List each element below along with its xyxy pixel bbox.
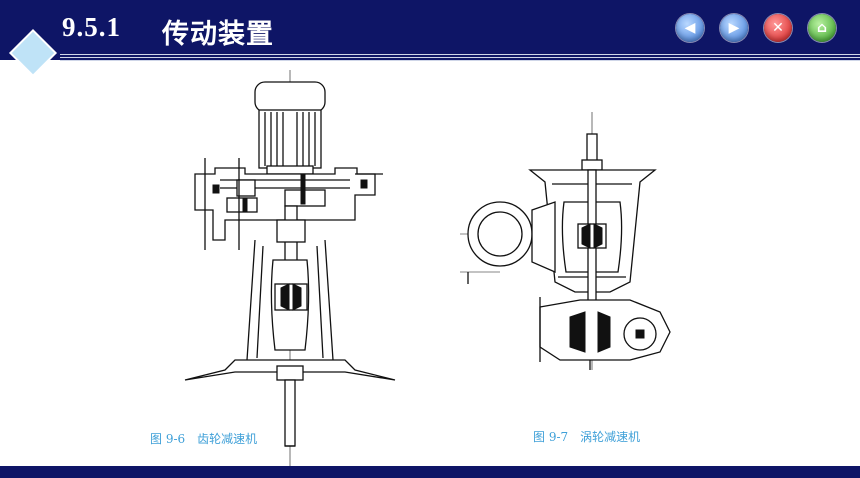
gear-reducer-drawing — [184, 70, 405, 470]
header-rule — [60, 54, 860, 64]
prev-glyph: ◀ — [684, 20, 696, 36]
close-glyph: ✕ — [772, 20, 784, 36]
worm-reducer-drawing — [460, 112, 675, 372]
home-glyph: ⌂ — [816, 20, 828, 36]
figure-caption-worm-reducer: 图 9-7 涡轮减速机 — [533, 430, 641, 444]
next-glyph: ▶ — [728, 20, 740, 36]
worm-reducer-svg — [460, 112, 671, 370]
section-number: 9.5.1 — [62, 12, 121, 42]
section-title: 传动装置 — [162, 19, 274, 50]
figure-caption-gear-reducer: 图 9-6 齿轮减速机 — [150, 432, 258, 446]
arrow-right-icon[interactable]: ▶ — [720, 14, 748, 42]
footer-bar — [0, 466, 860, 478]
close-icon[interactable]: ✕ — [764, 14, 792, 42]
gear-reducer-svg — [184, 70, 396, 468]
header-bar — [0, 0, 860, 60]
home-icon[interactable]: ⌂ — [808, 14, 836, 42]
arrow-left-icon[interactable]: ◀ — [676, 14, 704, 42]
